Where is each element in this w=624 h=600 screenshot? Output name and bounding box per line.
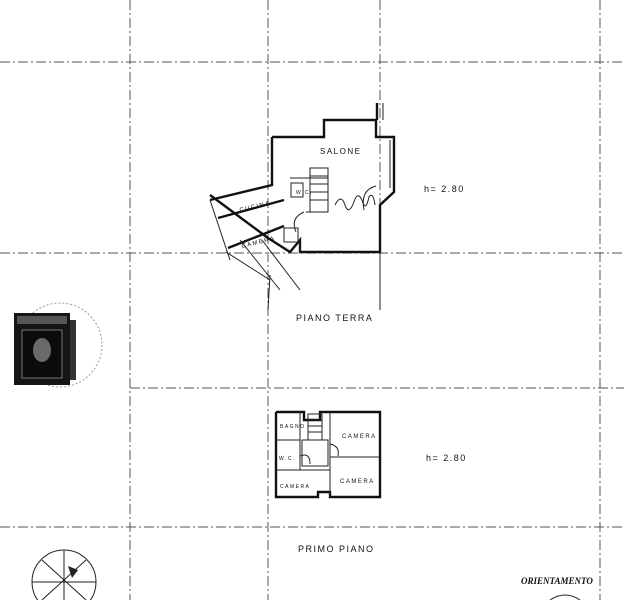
room-label-camera-small: CAMERA <box>280 484 310 490</box>
room-label-bagno: BAGNO <box>280 424 306 430</box>
room-label-camera-big: CAMERA <box>340 479 375 485</box>
official-stamp <box>14 302 103 388</box>
room-label-wc: W.C. <box>296 190 313 196</box>
ground-floor-title: PIANO TERRA <box>296 313 373 323</box>
orientation-label: ORIENTAMENTO <box>521 576 593 586</box>
first-floor-height: h= 2.80 <box>426 453 467 463</box>
ground-floor-height: h= 2.80 <box>424 184 465 194</box>
room-label-wc-first: W.C. <box>279 456 296 462</box>
compass-sketch <box>31 549 97 600</box>
first-floor-title: PRIMO PIANO <box>298 544 375 554</box>
ground-floor-plan <box>209 103 396 311</box>
orientation-arc <box>549 594 581 600</box>
room-label-camera-top: CAMERA <box>342 434 377 440</box>
room-label-salone: SALONE <box>320 147 361 156</box>
room-label-cucina: CUCINA <box>239 200 272 214</box>
first-floor-plan <box>274 410 382 499</box>
room-label-camera: CAMERA <box>241 236 276 250</box>
